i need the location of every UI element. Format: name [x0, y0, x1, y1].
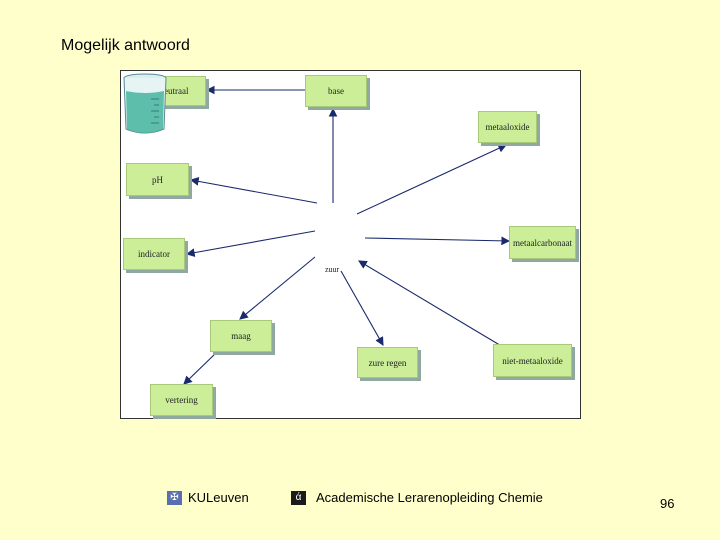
- node-zure-regen: zure regen: [357, 347, 418, 378]
- arrow-zuur-indicator: [185, 230, 316, 257]
- arrow-zuur-metaalcarbonaat: [364, 236, 511, 246]
- arrow-niet-metaaloxide-zuur: [358, 260, 504, 348]
- arrow-zuur-metaaloxide: [356, 144, 507, 215]
- ku-leuven-logo-icon: ✠: [167, 490, 182, 505]
- node-vertering: vertering: [150, 384, 213, 416]
- node-indicator: indicator: [123, 238, 185, 270]
- footer-center: ά Academische Lerarenopleiding Chemie: [291, 490, 543, 505]
- arrow-zuur-zure-regen: [340, 270, 384, 346]
- node-maag: maag: [210, 320, 272, 352]
- node-base: base: [305, 75, 367, 107]
- footer-left-text: KULeuven: [188, 490, 249, 505]
- node-metaaloxide: metaaloxide: [478, 111, 537, 143]
- diagram-arrows: [183, 85, 511, 385]
- arrow-zuur-maag: [239, 256, 316, 320]
- page-number: 96: [660, 496, 675, 511]
- arrow-zuur-ph: [189, 177, 318, 204]
- beaker-label: zuur: [325, 265, 340, 274]
- footer-left: ✠ KULeuven: [167, 490, 249, 505]
- academic-logo-icon: ά: [291, 490, 306, 505]
- arrow-maag-vertering: [183, 351, 218, 385]
- concept-diagram: neutraal base metaaloxide pH indicator m…: [120, 70, 581, 419]
- footer-center-text: Academische Lerarenopleiding Chemie: [316, 490, 543, 505]
- slide-title: Mogelijk antwoord: [61, 37, 190, 54]
- node-metaalcarbonaat: metaalcarbonaat: [509, 226, 576, 259]
- node-ph: pH: [126, 163, 189, 196]
- node-niet-metaaloxide: niet-metaaloxide: [493, 344, 572, 377]
- beaker-icon: [123, 73, 167, 134]
